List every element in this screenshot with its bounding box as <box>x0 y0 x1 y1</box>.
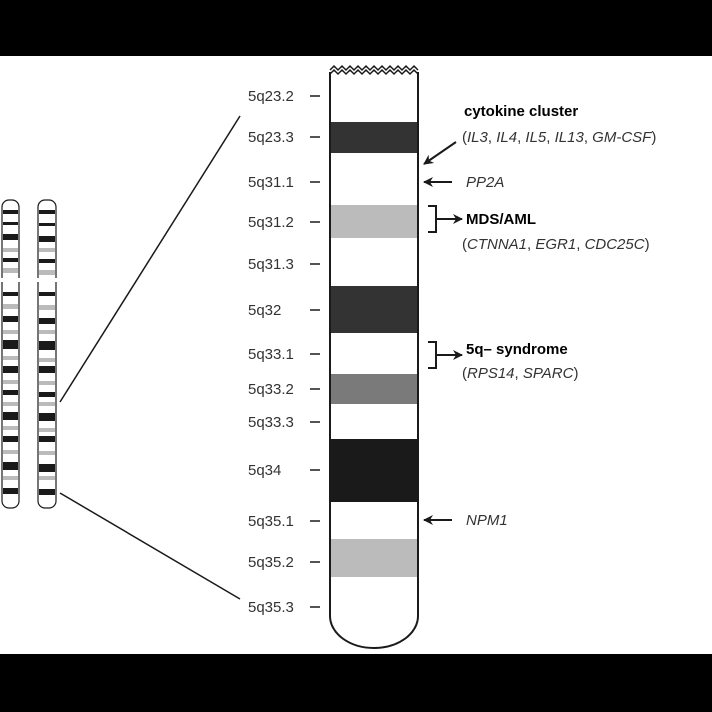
band-label: 5q33.3 <box>248 414 294 431</box>
chromosome-band <box>331 439 417 502</box>
cytokine-cluster-title: cytokine cluster <box>464 103 578 120</box>
chromosome-idiogram-pair <box>1 199 57 509</box>
band-label: 5q33.1 <box>248 346 294 363</box>
5q-syndrome-genes: (RPS14, SPARC) <box>462 365 578 382</box>
chromosome-band <box>331 374 417 404</box>
5q-syndrome-title: 5q– syndrome <box>466 341 568 358</box>
chromosome-5-diagram: 5q23.2 5q23.3 5q31.1 5q31.2 5q31.3 5q32 … <box>1 64 656 649</box>
band-label: 5q35.3 <box>248 599 294 616</box>
chromosome-band <box>331 122 417 153</box>
npm1-gene-label: NPM1 <box>466 512 508 529</box>
mds-bracket <box>428 205 463 233</box>
chromosome-band <box>331 539 417 577</box>
chromosome-break-zigzag <box>329 64 419 72</box>
syndrome-bracket <box>428 341 463 369</box>
pp2a-gene-label: PP2A <box>466 174 504 191</box>
band-label: 5q35.2 <box>248 554 294 571</box>
idiogram-chromatid <box>37 199 57 509</box>
chromosome-band <box>331 205 417 238</box>
cytokine-cluster-genes: (IL3, IL4, IL5, IL13, GM-CSF) <box>462 129 656 146</box>
band-label: 5q31.3 <box>248 256 294 273</box>
band-tick-marks <box>310 95 320 608</box>
zoom-line-top <box>59 115 241 403</box>
band-label: 5q33.2 <box>248 381 294 398</box>
enlarged-chromosome-outline <box>329 72 419 649</box>
band-label: 5q23.2 <box>248 88 294 105</box>
band-label: 5q32 <box>248 302 281 319</box>
band-label: 5q31.2 <box>248 214 294 231</box>
chromosome-band <box>331 286 417 333</box>
band-label-column: 5q23.2 5q23.3 5q31.1 5q31.2 5q31.3 5q32 … <box>248 88 294 616</box>
figure-panel: 5q23.2 5q23.3 5q31.1 5q31.2 5q31.3 5q32 … <box>0 56 712 654</box>
band-label: 5q35.1 <box>248 513 294 530</box>
idiogram-chromatid <box>1 199 20 509</box>
cytokine-arrow <box>423 141 457 165</box>
band-label: 5q34 <box>248 462 281 479</box>
mds-aml-genes: (CTNNA1, EGR1, CDC25C) <box>462 236 650 253</box>
band-label: 5q31.1 <box>248 174 294 191</box>
mds-aml-title: MDS/AML <box>466 211 536 228</box>
enlarged-chromosome-bands <box>331 122 417 577</box>
zoom-line-bottom <box>59 492 241 600</box>
band-label: 5q23.3 <box>248 129 294 146</box>
chromosome-break-zigzag-lower <box>329 68 419 76</box>
